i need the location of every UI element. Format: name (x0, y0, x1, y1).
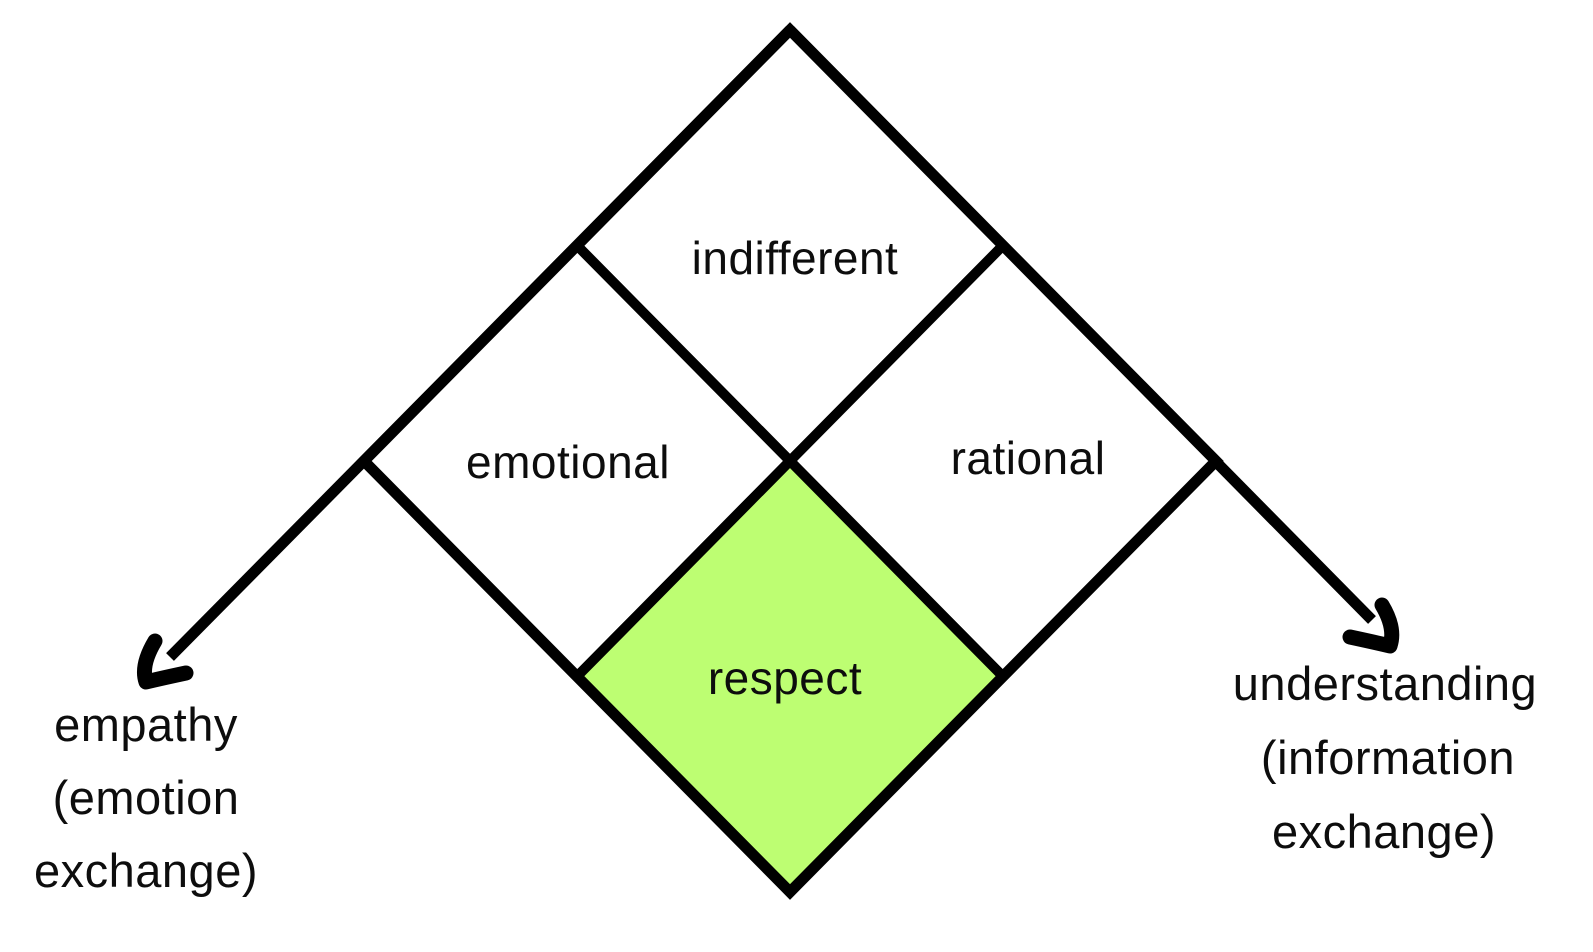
arrow-down-right-icon (1342, 597, 1400, 654)
arrow-down-left-icon (136, 633, 194, 690)
axis-label-understanding-line-1: understanding (1233, 657, 1537, 710)
axis-label-understanding-line-3: exchange) (1272, 805, 1496, 858)
axis-label-empathy-line-3: exchange) (34, 844, 258, 897)
quadrant-label-emotional: emotional (466, 436, 670, 488)
axis-label-understanding-line-2: (information (1261, 731, 1515, 784)
axis-label-empathy: empathy (emotion exchange) (34, 698, 258, 897)
axis-label-understanding: understanding (information exchange) (1233, 657, 1537, 858)
matrix-outline (356, 22, 1224, 900)
quadrant-label-rational: rational (951, 432, 1106, 484)
axis-label-empathy-line-1: empathy (54, 698, 238, 751)
quadrant-label-respect: respect (708, 652, 862, 704)
axis-label-empathy-line-2: (emotion (53, 771, 240, 824)
quadrant-label-indifferent: indifferent (692, 232, 899, 284)
